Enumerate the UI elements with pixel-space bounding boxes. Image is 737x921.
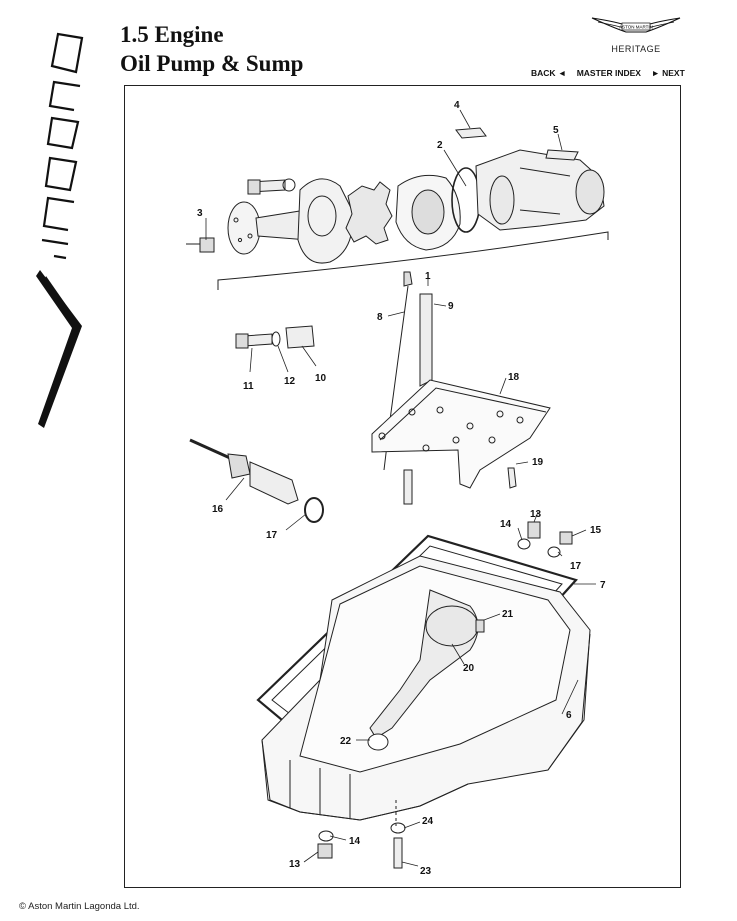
part-label-19: 19 — [532, 457, 544, 468]
copyright-footer: © Aston Martin Lagonda Ltd. — [19, 901, 140, 912]
leader-lines — [205, 109, 596, 867]
part-label-14-upper: 14 — [500, 519, 512, 530]
part-label-6: 6 — [566, 710, 572, 721]
next-link[interactable]: ► NEXT — [651, 68, 685, 78]
part-label-22: 22 — [340, 736, 352, 747]
aston-martin-brand: ASTON MARTIN HERITAGE — [588, 10, 684, 54]
part-label-11: 11 — [243, 381, 254, 392]
part-label-15: 15 — [590, 525, 602, 536]
dipstick-tube — [419, 293, 433, 387]
diagram-frame — [124, 85, 681, 888]
part-label-3: 3 — [197, 208, 203, 219]
part-label-12: 12 — [284, 376, 296, 387]
virage-logo — [36, 32, 84, 428]
part-label-7: 7 — [600, 580, 606, 591]
title-line-section: 1.5 Engine — [120, 22, 224, 47]
baffle-plate — [371, 379, 551, 489]
part-labels: 1 2 3 4 5 6 7 8 9 10 11 12 13 14 15 16 1… — [197, 100, 606, 877]
oil-pump-assembly — [186, 127, 609, 290]
assembly-bracket — [217, 231, 609, 290]
part-label-17-left: 17 — [266, 530, 278, 541]
title-line-subject: Oil Pump & Sump — [120, 51, 304, 76]
part-label-9: 9 — [448, 301, 454, 312]
master-index-link[interactable]: MASTER INDEX — [576, 68, 641, 78]
part-label-17-right: 17 — [570, 561, 582, 572]
part-label-18: 18 — [508, 372, 520, 383]
part-label-24: 24 — [422, 816, 434, 827]
page-navigation: BACK ◄ MASTER INDEX ► NEXT — [531, 68, 693, 78]
back-link[interactable]: BACK ◄ — [531, 68, 567, 78]
brand-subtitle: HERITAGE — [611, 44, 661, 54]
part-label-21: 21 — [502, 609, 514, 620]
part-label-5: 5 — [553, 125, 559, 136]
page-title: 1.5 Engine Oil Pump & Sump — [120, 20, 303, 78]
aston-martin-wings-logo: ASTON MARTIN — [591, 17, 681, 33]
drive-flange — [227, 201, 261, 255]
part-label-1: 1 — [425, 271, 431, 282]
part-label-20: 20 — [463, 663, 475, 674]
part-label-2: 2 — [437, 140, 443, 151]
dipstick-handle — [403, 271, 413, 287]
part-label-8: 8 — [377, 312, 383, 323]
part-label-13-lower: 13 — [289, 859, 301, 870]
part-label-4: 4 — [454, 100, 460, 111]
part-label-23: 23 — [420, 866, 432, 877]
part-label-14-lower: 14 — [349, 836, 361, 847]
part-label-16: 16 — [212, 504, 224, 515]
part-label-10: 10 — [315, 373, 327, 384]
part-label-13-upper: 13 — [530, 509, 542, 520]
brand-logo-text: ASTON MARTIN — [619, 25, 653, 30]
